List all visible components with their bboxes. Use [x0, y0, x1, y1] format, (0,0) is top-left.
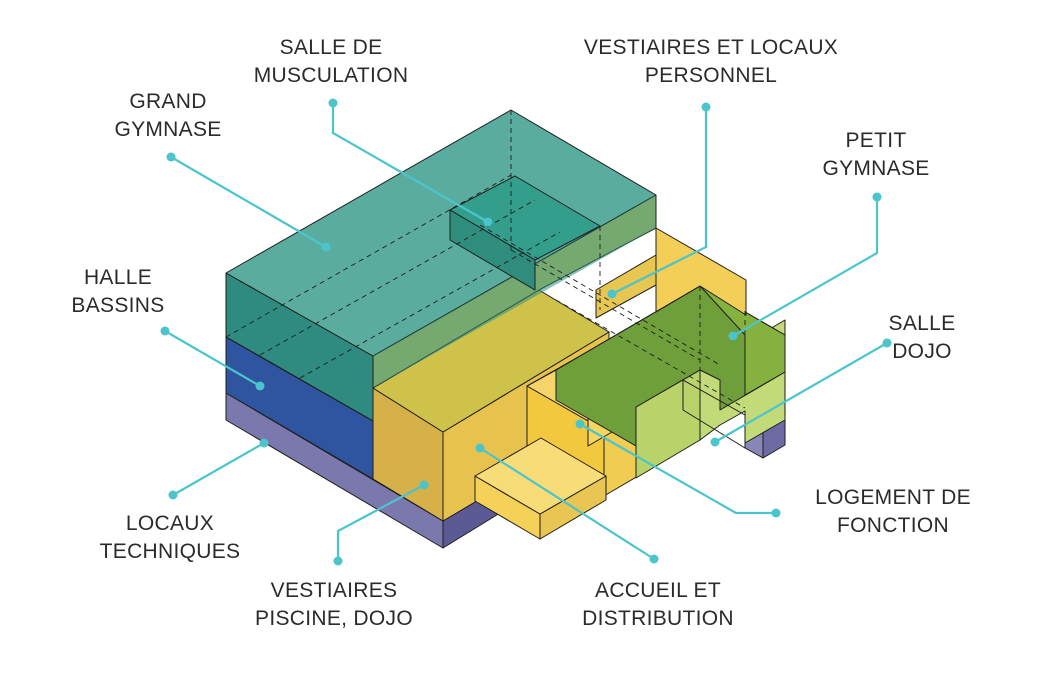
grand-gymnase-block [225, 109, 657, 422]
label-petit-gymnase: PETIT GYMNASE [822, 129, 929, 180]
label-line: HALLE [84, 266, 152, 289]
label-line: PERSONNEL [645, 64, 777, 87]
label-line: PETIT [845, 129, 906, 152]
label-line: VESTIAIRES ET LOCAUX [584, 36, 838, 59]
label-line: FONCTION [837, 514, 949, 537]
building-model [225, 109, 786, 549]
label-line: GYMNASE [114, 118, 221, 141]
leader-petit-gymnase [732, 197, 879, 337]
label-salle-dojo: SALLE DOJO [889, 312, 956, 363]
leader-locaux-techniques [172, 442, 265, 496]
label-line: VESTIAIRES [271, 579, 398, 602]
edge-lines [225, 195, 746, 548]
label-line: GRAND [129, 90, 206, 113]
label-line: DOJO [892, 340, 952, 363]
hidden-edges [225, 110, 746, 409]
label-salle-musculation: SALLE DE MUSCULATION [254, 36, 409, 87]
label-line: DISTRIBUTION [582, 607, 734, 630]
leader-accueil-distribution [479, 447, 655, 560]
leader-dots [160, 98, 892, 566]
leader-lines [164, 103, 888, 561]
petit-gymnase-block [555, 285, 786, 447]
label-halle-bassins: HALLE BASSINS [71, 266, 164, 317]
label-grand-gymnase: GRAND GYMNASE [114, 90, 221, 141]
label-line: BASSINS [71, 294, 164, 317]
label-line: SALLE [889, 312, 956, 335]
label-vestiaires-piscine: VESTIAIRES PISCINE, DOJO [255, 579, 413, 630]
leader-vestiaires-piscine [336, 484, 425, 561]
leader-vestiaires-personnel [611, 107, 708, 295]
label-line: MUSCULATION [254, 64, 409, 87]
label-line: GYMNASE [822, 157, 929, 180]
label-line: SALLE DE [280, 36, 383, 59]
label-accueil-distribution: ACCUEIL ET DISTRIBUTION [582, 579, 734, 630]
label-line: PISCINE, DOJO [255, 607, 413, 630]
leader-halle-bassins [164, 330, 261, 387]
leader-grand-gymnase [170, 156, 327, 248]
label-line: ACCUEIL ET [595, 579, 721, 602]
labels: GRAND GYMNASE SALLE DE MUSCULATION VESTI… [71, 36, 970, 630]
label-line: LOGEMENT DE [815, 486, 971, 509]
label-vestiaires-personnel: VESTIAIRES ET LOCAUX PERSONNEL [584, 36, 838, 87]
label-line: TECHNIQUES [100, 540, 241, 563]
label-line: LOCAUX [126, 512, 214, 535]
leader-salle-musculation [331, 103, 489, 223]
label-locaux-techniques: LOCAUX TECHNIQUES [100, 512, 241, 563]
label-logement-fonction: LOGEMENT DE FONCTION [815, 486, 971, 537]
leader-logement-fonction [579, 423, 776, 515]
leader-salle-dojo [714, 342, 888, 443]
